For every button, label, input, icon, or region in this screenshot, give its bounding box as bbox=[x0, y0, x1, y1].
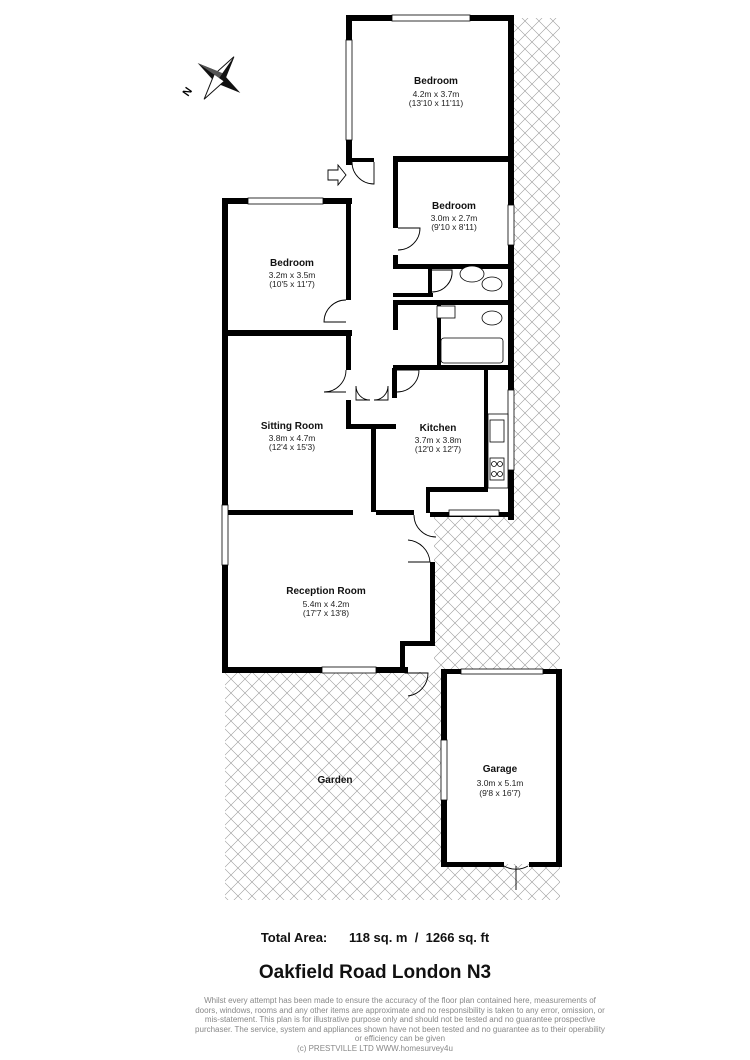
sink-icon bbox=[436, 305, 456, 319]
fixtures bbox=[436, 265, 509, 489]
room-dimensions: (12'4 x 15'3) bbox=[269, 442, 315, 452]
total-area-separator: / bbox=[414, 930, 419, 945]
disclaimer-text: Whilst every attempt has been made to en… bbox=[195, 996, 605, 1044]
room-dimensions: (9'8 x 16'7) bbox=[479, 788, 521, 798]
total-area-imperial: 1266 sq. ft bbox=[425, 930, 490, 945]
doors bbox=[323, 161, 529, 890]
kitchen-sink-icon bbox=[489, 419, 505, 443]
room-dimensions: (17'7 x 13'8) bbox=[303, 608, 349, 618]
compass-icon bbox=[197, 56, 241, 100]
room-dimensions: 3.7m x 3.8m bbox=[415, 435, 462, 445]
copyright-text: (c) PRESTVILLE LTD WWW.homesurvey4u bbox=[297, 1044, 453, 1053]
room-name: Bedroom bbox=[270, 258, 314, 269]
toilet-icon bbox=[481, 276, 503, 292]
room-name: Garage bbox=[483, 764, 518, 775]
room-dimensions: 4.2m x 3.7m bbox=[413, 89, 460, 99]
room-dimensions: (12'0 x 12'7) bbox=[415, 444, 461, 454]
room-dimensions: (10'5 x 11'7) bbox=[269, 279, 315, 289]
room-dimensions: 5.4m x 4.2m bbox=[303, 599, 350, 609]
room-dimensions: (9'10 x 8'11) bbox=[431, 222, 477, 232]
total-area: Total Area: 118 sq. m / 1266 sq. ft bbox=[0, 930, 750, 945]
room-dimensions: 3.0m x 5.1m bbox=[477, 778, 524, 788]
room-dimensions: 3.8m x 4.7m bbox=[269, 433, 316, 443]
room-name: Bedroom bbox=[414, 76, 458, 87]
compass-north-label: N bbox=[181, 85, 195, 98]
entrance-arrow-icon bbox=[327, 163, 347, 187]
room-name: Bedroom bbox=[432, 201, 476, 212]
toilet-icon bbox=[481, 310, 503, 326]
room-dimensions: 3.2m x 3.5m bbox=[269, 270, 316, 280]
property-address: Oakfield Road London N3 bbox=[258, 962, 492, 983]
hob-icon bbox=[489, 457, 505, 481]
total-area-label: Total Area: bbox=[260, 930, 328, 945]
room-name: Sitting Room bbox=[261, 421, 323, 432]
bath-icon bbox=[440, 337, 504, 364]
room-labels: Bedroom 4.2m x 3.7m (13'10 x 11'11) Bedr… bbox=[261, 76, 524, 798]
room-name: Reception Room bbox=[286, 586, 366, 597]
windows bbox=[221, 14, 544, 801]
basin-icon bbox=[459, 265, 485, 283]
room-name: Garden bbox=[317, 775, 352, 786]
floor-plan: N Bedroom 4.2m x 3.7m (13'10 x 11'11) Be… bbox=[181, 14, 562, 900]
room-dimensions: (13'10 x 11'11) bbox=[409, 98, 464, 108]
room-dimensions: 3.0m x 2.7m bbox=[431, 213, 478, 223]
room-name: Kitchen bbox=[420, 423, 457, 434]
total-area-metric: 118 sq. m bbox=[348, 930, 408, 945]
